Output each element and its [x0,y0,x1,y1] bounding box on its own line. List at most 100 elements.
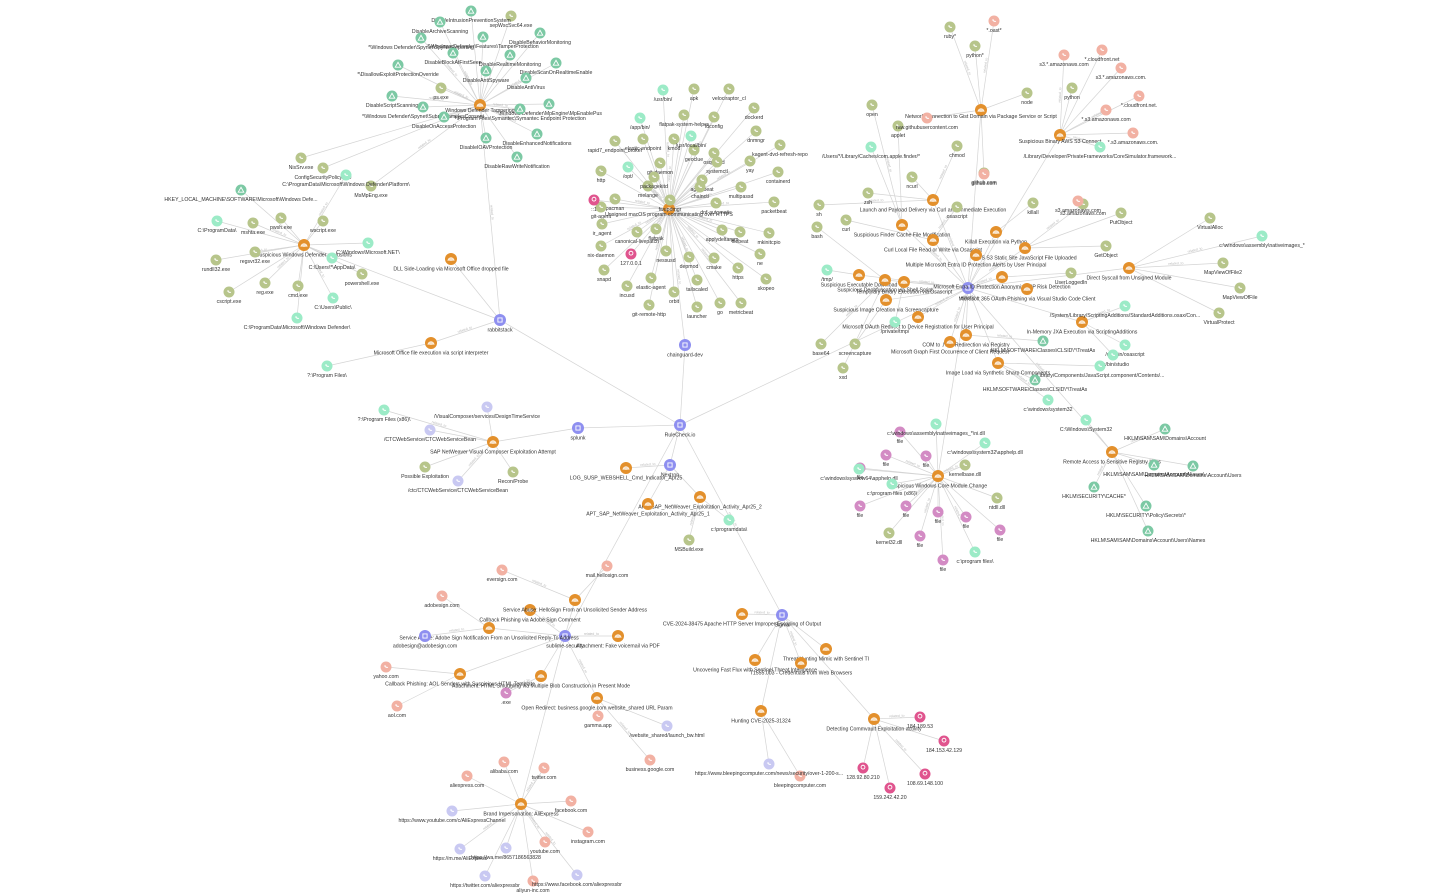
graph-node-observable[interactable]: GetObject [1094,240,1118,260]
identity-node-circle[interactable] [679,339,691,351]
graph-node-registry[interactable]: *\Windows Defender\Features\TamperProtec… [427,31,539,51]
graph-node-directory[interactable]: c:\programdata\ [711,514,748,534]
graph-node-identity[interactable]: adobesign@adobesign.com [393,630,457,650]
graph-node-observable[interactable]: tailscaled [686,274,708,294]
graph-node-registry[interactable]: HKLM\SOFTWARE\Classes\CLSID\*\TreatAs [991,335,1096,355]
registry-node-circle[interactable] [1148,459,1160,471]
graph-node-report[interactable]: LOG_SUSP_WEBSHELL_Cmd_Indicator_Apr25 [570,462,683,482]
registry-node-circle[interactable] [392,59,404,71]
graph-node-indicator[interactable]: s3.amazonaws.com [1055,195,1101,215]
graph-node-observable[interactable]: chmod [949,140,965,160]
graph-node-directory[interactable]: /usr/bin/osascript [1105,339,1145,359]
graph-node-report[interactable]: Detecting Commvault Exploitation activit… [826,713,922,733]
graph-node-observable[interactable]: MSBuild.exe [674,534,704,554]
graph-node-report[interactable]: Direct Syscall from Unsigned Module [1086,262,1172,282]
graph-node-report[interactable]: SAP NetWeaver Visual Composer Exploitati… [430,436,556,456]
identity-node-circle[interactable] [559,630,571,642]
graph-node-observable[interactable]: flatpak-system-helper [659,109,709,129]
registry-node-circle[interactable] [511,151,523,163]
graph-node-directory[interactable]: /System/Library/ScriptingAdditions/Stand… [1050,300,1201,320]
graph-node-observable[interactable]: MapViewOfFile [1222,282,1258,302]
graph-node-file[interactable]: file [937,554,949,574]
graph-node-observable[interactable]: dnf-automatic [700,197,732,217]
graph-node-directory[interactable]: C:\ProgramData\Microsoft\Windows Defende… [282,169,410,189]
graph-node-ip[interactable]: 184.189.53 [907,711,933,731]
graph-node-url[interactable]: https://wa.me/8657186563828 [471,842,541,862]
graph-node-file[interactable]: file [900,500,912,520]
graph-node-observable[interactable]: ruby* [944,21,956,41]
registry-node-circle[interactable] [465,5,477,17]
graph-node-ip[interactable]: 128.92.80.210 [846,762,880,782]
graph-node-report[interactable]: Threat Hunting Mimic with Sentinel TI [783,643,869,663]
graph-node-registry[interactable]: DisableRealtimeMonitoring [479,49,541,69]
graph-node-registry[interactable]: DisableIntrusionPreventionSystem [431,5,511,25]
graph-node-ip[interactable]: 159.242.42.20 [873,782,907,802]
graph-node-directory[interactable]: C:\Windows\Microsoft.NET\ [336,237,400,257]
graph-node-observable[interactable]: mkinitcpio [757,227,781,247]
graph-node-report[interactable]: Suspicious Windows Defender exclusions [256,239,352,259]
graph-node-observable[interactable]: sh [813,199,825,219]
graph-node-observable[interactable]: canonical-livepatch [615,226,659,246]
graph-node-url[interactable]: /website_shared/launch_bw.html [630,720,705,740]
graph-node-observable[interactable]: NisSrv.exe [289,152,314,172]
graph-node-file[interactable]: file [854,500,866,520]
graph-node-observable[interactable]: rundll32.exe [202,254,230,274]
graph-node-indicator[interactable]: mail.hellosign.com [586,560,629,580]
graph-node-observable[interactable]: dockerd [745,102,764,122]
graph-node-identity[interactable]: Nextron [661,459,679,479]
graph-node-observable[interactable]: yay [744,155,756,175]
identity-node-circle[interactable] [572,422,584,434]
graph-node-report[interactable]: AWS S3 Static Site JavaScript File Uploa… [973,242,1077,262]
graph-node-observable[interactable]: rapid7_endpoint_broker [588,135,643,155]
graph-node-observable[interactable]: chainctl [691,181,709,201]
graph-node-indicator[interactable]: bleepingcomputer.com [774,770,826,790]
graph-node-observable[interactable]: skopeo [758,273,775,293]
graph-node-indicator[interactable]: aliyun-inc.com [516,875,550,895]
graph-node-directory[interactable]: /usr/local/bin/ [676,130,707,150]
graph-node-report[interactable]: Callback Phishing: AOL Senders with Susp… [385,668,535,688]
graph-node-directory[interactable]: /opt/ [622,161,634,181]
graph-node-observable[interactable]: MsMpEng.exe [354,180,388,200]
graph-node-observable[interactable]: nessusd [656,245,676,265]
graph-node-observable[interactable]: git-daemon [647,157,673,177]
graph-node-observable[interactable]: kernel32.dll [876,527,903,547]
ip-node-circle[interactable] [857,762,869,774]
graph-node-identity[interactable]: elastic [961,282,976,302]
graph-node-observable[interactable]: packetbeat [761,196,787,216]
graph-node-observable[interactable]: ConfigSecurityPolicy.exe [295,162,352,182]
graph-node-directory[interactable]: /tmp/ [821,264,833,284]
registry-node-circle[interactable] [415,32,427,44]
graph-node-observable[interactable]: incusd [620,280,635,300]
graph-node-directory[interactable]: c:\program files\ [957,546,994,566]
graph-node-report[interactable]: Temporary Binary Execution via Osascript [856,276,953,296]
ip-node-circle[interactable] [938,735,950,747]
ip-node-circle[interactable] [914,711,926,723]
graph-node-identity[interactable]: chainguard-dev [667,339,703,359]
graph-node-indicator[interactable]: s3.*.amazonaws.com. [1096,62,1147,82]
graph-node-report[interactable]: Service Abuse: HelloSign From an Unsolic… [503,594,648,614]
graph-node-registry[interactable]: HKLM\SOFTWARE\Classes\CLSID\*\TreatAs [983,374,1088,394]
graph-node-observable[interactable]: systemctl [706,156,728,176]
graph-node-observable[interactable]: velociraptor_cl [712,83,746,103]
graph-node-directory[interactable]: c:\windows\syswow64\apphelp.dll [820,463,898,483]
graph-node-observable[interactable]: elastic-endpoint [625,133,662,153]
graph-node-observable[interactable]: xxd [837,362,849,382]
graph-node-directory[interactable]: c:\windows\system32\apphelp.dll [947,437,1023,457]
graph-node-report[interactable]: Network Connection to Gist Domain via Pa… [905,104,1057,120]
graph-node-observable[interactable]: ps.exe [433,82,449,102]
graph-node-registry[interactable]: HKEY_LOCAL_MACHINE\SOFTWARE\Microsoft\Wi… [164,184,318,204]
graph-node-report[interactable]: Windows Defender Tampering [445,99,515,114]
graph-node-observable[interactable]: python* [966,40,984,60]
graph-node-observable[interactable]: https [732,262,744,282]
ip-node-circle[interactable] [625,248,637,260]
graph-node-observable[interactable]: ir_agent [593,218,612,238]
graph-node-observable[interactable]: python [1064,82,1080,102]
graph-node-observable[interactable]: screencapture [839,338,872,358]
graph-node-ip[interactable]: 184.153.42.129 [926,735,962,755]
graph-node-directory[interactable]: ?:\Program Files\ [307,360,347,380]
graph-node-observable[interactable]: orbit [668,286,680,306]
graph-node-observable[interactable]: MapViewOfFile2 [1204,257,1242,277]
graph-node-report[interactable]: Uncovering Fast Flux with Sentinel Threa… [693,654,817,674]
graph-node-ip[interactable]: 108.69.148.100 [907,768,943,788]
graph-node-observable[interactable]: kmod [668,133,681,153]
